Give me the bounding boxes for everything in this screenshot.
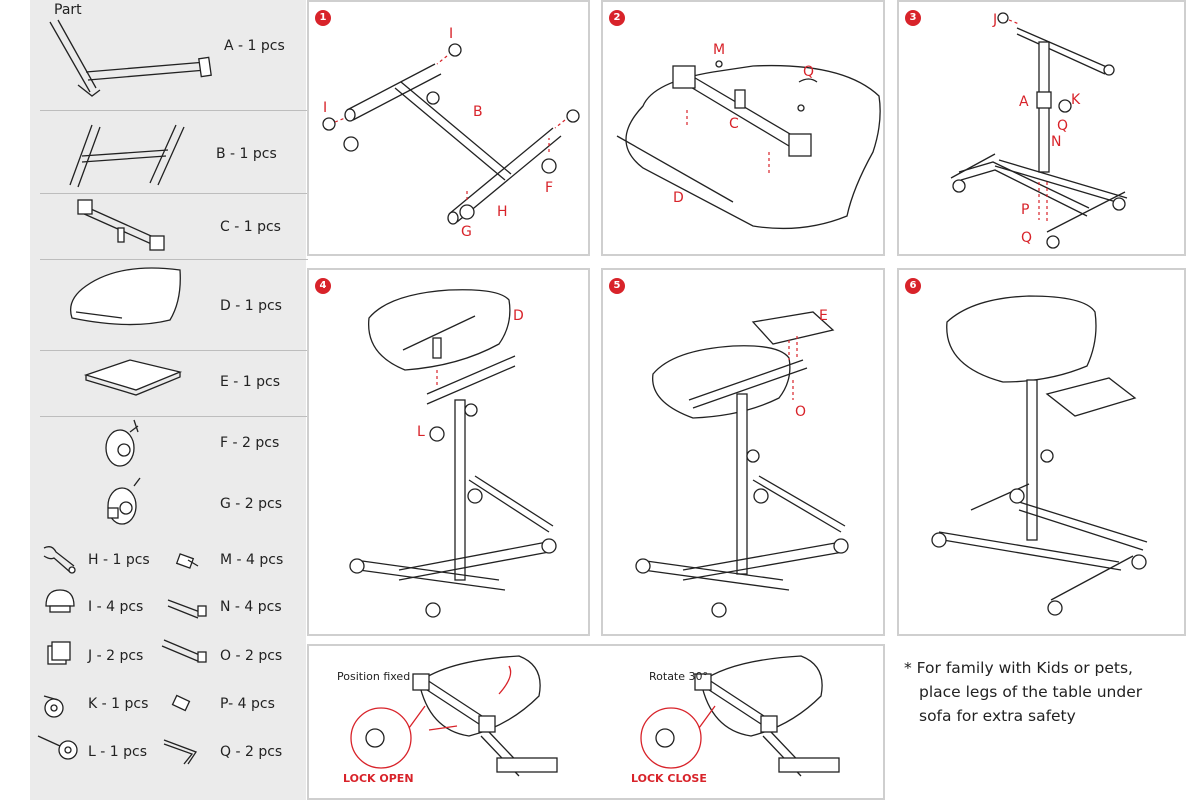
part-h-wrench (43, 546, 76, 574)
part-label-o: O - 2 pcs (220, 648, 283, 664)
part-l-knob (37, 735, 78, 760)
part-m-screw (175, 553, 199, 569)
step-3-label-q-top: Q (1057, 118, 1069, 134)
step-5-badge: 5 (609, 278, 625, 294)
part-q-allen-key (163, 739, 197, 765)
part-label-c: C - 1 pcs (220, 219, 281, 235)
step-2-label-q: Q (803, 64, 815, 80)
step-5-label-o: O (795, 404, 807, 420)
part-label-i: I - 4 pcs (88, 599, 144, 615)
note-line-2: place legs of the table under (919, 683, 1143, 701)
parts-illustrations (37, 19, 212, 765)
part-label-e: E - 1 pcs (220, 374, 281, 390)
part-b-base (69, 124, 185, 188)
lock-left-caption: Position fixed (337, 670, 411, 683)
part-a-frame (49, 19, 212, 97)
part-k-knob (43, 695, 64, 718)
parts-title: Part (54, 2, 82, 18)
lock-right-caption: Rotate 30° (649, 670, 709, 683)
part-o-bolt (161, 639, 207, 663)
part-e-tray (83, 359, 183, 396)
part-label-j: J - 2 pcs (88, 648, 144, 664)
part-label-n: N - 4 pcs (220, 599, 282, 615)
part-label-q: Q - 2 pcs (220, 744, 283, 760)
part-label-h: H - 1 pcs (88, 552, 150, 568)
divider (40, 259, 308, 260)
step-4-badge: 4 (315, 278, 331, 294)
part-g-caster (107, 477, 141, 525)
part-label-l: L - 1 pcs (88, 744, 147, 760)
lock-left-status: LOCK OPEN (343, 772, 414, 785)
step-1-label-h: H (497, 204, 508, 220)
step-5-panel: 5 E O (601, 268, 885, 636)
step-6-diagram (931, 295, 1148, 616)
step-3-label-n: N (1051, 134, 1062, 150)
step-3-label-j: J (993, 12, 998, 28)
step-1-label-f: F (545, 180, 554, 196)
step-3-panel: 3 J A K Q N P Q (897, 0, 1186, 256)
step-2-label-d: D (673, 190, 684, 206)
part-d-desktop (69, 267, 181, 326)
step-4-label-l: L (417, 424, 425, 440)
step-1-diagram (322, 43, 580, 225)
safety-note: * For family with Kids or pets, place le… (904, 656, 1194, 728)
part-n-bolt (167, 599, 207, 619)
part-label-p: P- 4 pcs (220, 696, 275, 712)
step-4-diagram (349, 289, 557, 618)
divider (40, 110, 308, 111)
step-2-badge: 2 (609, 10, 625, 26)
step-2-diagram (616, 60, 881, 230)
step-2-label-c: C (729, 116, 739, 132)
divider (40, 193, 308, 194)
part-label-f: F - 2 pcs (220, 435, 280, 451)
divider (40, 416, 308, 417)
step-5-label-e: E (819, 308, 828, 324)
step-1-badge: 1 (315, 10, 331, 26)
step-2-panel: 2 M Q C D (601, 0, 885, 256)
step-1-panel: 1 I I B F G H (307, 0, 590, 256)
step-3-diagram (950, 12, 1128, 249)
step-6-panel: 6 (897, 268, 1186, 636)
step-1-label-i-top: I (449, 26, 454, 42)
part-label-m: M - 4 pcs (220, 552, 284, 568)
part-label-b: B - 1 pcs (216, 146, 277, 162)
part-c-bracket (77, 199, 165, 251)
part-p-spacer (171, 694, 191, 712)
step-1-label-i-left: I (323, 100, 328, 116)
part-f-caster (105, 419, 139, 467)
lock-panel: Position fixed LOCK OPEN Rotate 30° LOCK… (307, 644, 885, 800)
step-6-badge: 6 (905, 278, 921, 294)
part-j-insert (47, 641, 71, 665)
step-4-label-d: D (513, 308, 524, 324)
step-3-label-a: A (1019, 94, 1029, 110)
step-3-label-p: P (1021, 202, 1030, 218)
part-label-g: G - 2 pcs (220, 496, 283, 512)
note-line-3: sofa for extra safety (919, 707, 1076, 725)
part-label-d: D - 1 pcs (220, 298, 282, 314)
step-3-badge: 3 (905, 10, 921, 26)
step-1-label-g: G (461, 224, 472, 240)
lock-right-status: LOCK CLOSE (631, 772, 707, 785)
step-2-label-m: M (713, 42, 726, 58)
note-line-1: * For family with Kids or pets, (904, 659, 1133, 677)
step-4-panel: 4 D L (307, 268, 590, 636)
step-5-diagram (635, 311, 849, 618)
step-3-label-q-bottom: Q (1021, 230, 1033, 246)
part-i-cap (45, 589, 75, 613)
step-3-label-k: K (1071, 92, 1081, 108)
divider (40, 350, 308, 351)
part-label-a: A - 1 pcs (224, 38, 285, 54)
part-label-k: K - 1 pcs (88, 696, 149, 712)
step-1-label-b: B (473, 104, 483, 120)
parts-list: Part (30, 0, 308, 800)
lock-diagram (350, 655, 840, 777)
